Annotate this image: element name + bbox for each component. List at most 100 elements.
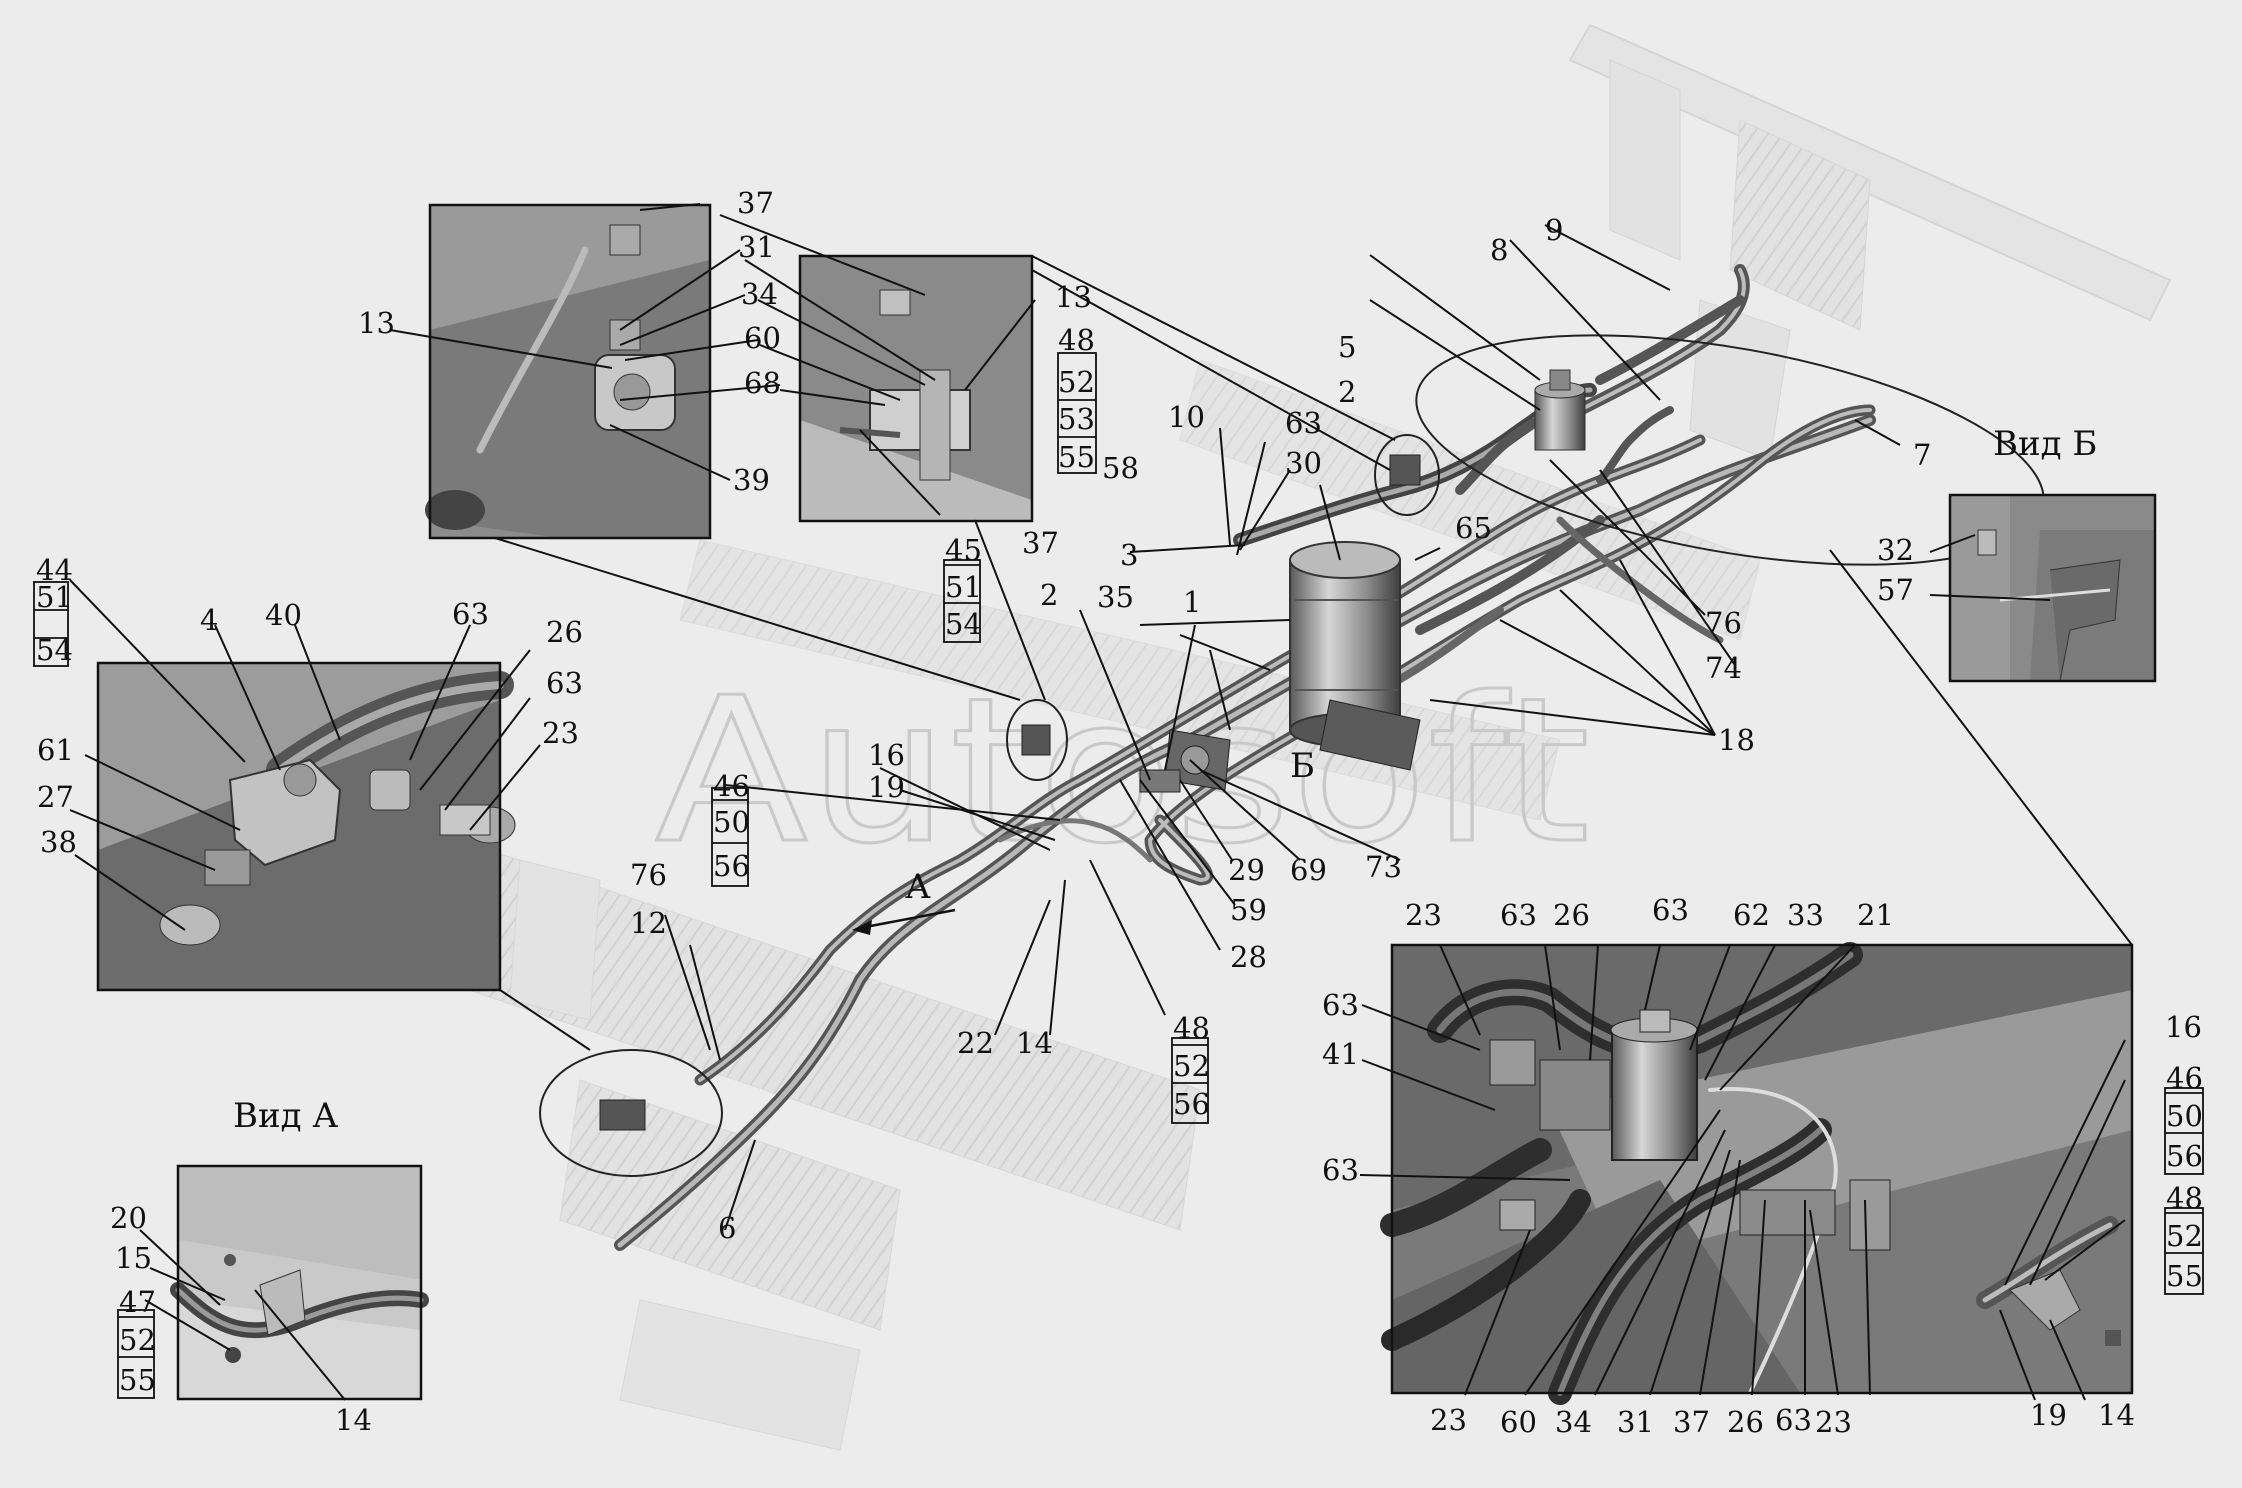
callout-26a: 26 bbox=[546, 615, 583, 649]
stack-44-51-54-item-3: 54 bbox=[36, 633, 73, 667]
callout-23d: 23 bbox=[1815, 1405, 1852, 1439]
inset-cylinder-detail bbox=[1380, 942, 2134, 1405]
callout-41: 41 bbox=[1322, 1037, 1359, 1071]
callout-4: 4 bbox=[200, 603, 218, 637]
callout-58: 58 bbox=[1102, 451, 1139, 485]
stack-47-52-55-item-2: 52 bbox=[119, 1323, 156, 1357]
inset-view-a bbox=[170, 1164, 429, 1401]
callout-63b: 63 bbox=[546, 666, 583, 700]
stack-46-50-56-a-item-2: 50 bbox=[713, 805, 750, 839]
callout-2a: 2 bbox=[1338, 375, 1356, 409]
callout-32: 32 bbox=[1877, 533, 1914, 567]
stack-47-52-55-item-1: 47 bbox=[119, 1285, 156, 1319]
stack-48-52-56-item-1: 48 bbox=[1173, 1011, 1210, 1045]
callout-63h: 63 bbox=[1775, 1403, 1812, 1437]
callout-34a: 34 bbox=[741, 277, 778, 311]
stack-46-50-56-b-item-2: 50 bbox=[2166, 1099, 2203, 1133]
callout-10: 10 bbox=[1168, 400, 1205, 434]
inset-view-b bbox=[1948, 493, 2157, 683]
callout-73: 73 bbox=[1365, 850, 1402, 884]
stack-48-52-53-55-item-2: 52 bbox=[1058, 365, 1095, 399]
stack-45-51-54-item-1: 45 bbox=[945, 533, 982, 567]
callout-19b: 19 bbox=[2030, 1398, 2067, 1432]
callout-21: 21 bbox=[1857, 898, 1894, 932]
pump-unit bbox=[1139, 729, 1231, 793]
callout-16b: 16 bbox=[2165, 1010, 2202, 1044]
stack-45-51-54: 45 51 54 bbox=[943, 533, 982, 643]
callout-14c: 14 bbox=[335, 1403, 372, 1437]
detail-circles bbox=[539, 334, 2045, 1177]
stack-48-52-53-55-item-4: 55 bbox=[1058, 440, 1095, 474]
inset-distributor-detail bbox=[96, 661, 516, 992]
stack-48-52-55-item-3: 55 bbox=[2166, 1259, 2203, 1293]
stack-44-51-54: 44 51 54 bbox=[33, 553, 73, 667]
callout-8: 8 bbox=[1490, 233, 1508, 267]
stack-46-50-56-a: 46 50 56 bbox=[711, 769, 750, 887]
callout-1: 1 bbox=[1183, 585, 1201, 619]
callout-22: 22 bbox=[957, 1026, 994, 1060]
hydraulic-tank bbox=[1289, 541, 1421, 771]
stack-48-52-53-55-item-3: 53 bbox=[1058, 402, 1095, 436]
callout-23b: 23 bbox=[1405, 898, 1442, 932]
callout-34b: 34 bbox=[1555, 1405, 1592, 1439]
stack-48-52-55: 48 52 55 bbox=[2164, 1181, 2204, 1295]
stack-48-52-56-item-3: 56 bbox=[1173, 1087, 1210, 1121]
callout-33: 33 bbox=[1787, 898, 1824, 932]
callout-76a: 76 bbox=[1705, 606, 1742, 640]
callout-37b: 37 bbox=[1022, 526, 1059, 560]
callout-27: 27 bbox=[37, 780, 74, 814]
callout-60b: 60 bbox=[1500, 1405, 1537, 1439]
callout-26c: 26 bbox=[1727, 1405, 1764, 1439]
callout-57: 57 bbox=[1877, 573, 1914, 607]
stack-47-52-55: 47 52 55 bbox=[117, 1285, 156, 1399]
view-a-arrow-label: А bbox=[905, 867, 931, 907]
stack-48-52-56-item-2: 52 bbox=[1173, 1049, 1210, 1083]
callout-59: 59 bbox=[1230, 893, 1267, 927]
inset-valve-detail-1 bbox=[425, 203, 712, 540]
stacked-labels: 44 51 54 46 50 56 48 52 53 55 45 bbox=[33, 323, 2204, 1399]
stack-48-52-53-55: 48 52 53 55 bbox=[1057, 323, 1097, 474]
stack-48-52-53-55-item-1: 48 bbox=[1058, 323, 1095, 357]
stack-48-52-56: 48 52 56 bbox=[1171, 1011, 1210, 1124]
callout-68: 68 bbox=[744, 366, 781, 400]
callout-labels: 37 31 34 60 68 13 39 13 37 4 40 63 26 63… bbox=[37, 186, 2202, 1439]
callout-31b: 31 bbox=[1617, 1405, 1654, 1439]
callout-63e: 63 bbox=[1652, 893, 1689, 927]
callout-3: 3 bbox=[1120, 538, 1138, 572]
callout-62: 62 bbox=[1733, 898, 1770, 932]
callout-35: 35 bbox=[1097, 580, 1134, 614]
callout-39: 39 bbox=[733, 463, 770, 497]
stack-45-51-54-item-3: 54 bbox=[945, 607, 982, 641]
callout-5: 5 bbox=[1338, 330, 1356, 364]
callout-7: 7 bbox=[1913, 438, 1931, 472]
view-a-title: Вид А bbox=[233, 1096, 338, 1136]
callout-9: 9 bbox=[1545, 213, 1563, 247]
callout-63g: 63 bbox=[1322, 1153, 1359, 1187]
callout-37c: 37 bbox=[1673, 1405, 1710, 1439]
callout-76b: 76 bbox=[630, 858, 667, 892]
callout-31a: 31 bbox=[738, 230, 775, 264]
callout-40: 40 bbox=[265, 598, 302, 632]
stack-45-51-54-item-2: 51 bbox=[945, 570, 982, 604]
callout-6: 6 bbox=[718, 1211, 736, 1245]
view-a-arrow: А bbox=[852, 867, 956, 935]
stack-46-50-56-b-item-1: 46 bbox=[2166, 1061, 2203, 1095]
stack-46-50-56-b: 46 50 56 bbox=[2164, 1061, 2204, 1175]
callout-63d: 63 bbox=[1500, 898, 1537, 932]
callout-13a: 13 bbox=[358, 306, 395, 340]
callout-63c: 63 bbox=[1285, 406, 1322, 440]
callout-38: 38 bbox=[40, 825, 77, 859]
callout-19a: 19 bbox=[868, 770, 905, 804]
callout-12: 12 bbox=[630, 906, 667, 940]
view-b-marker: Б bbox=[1290, 746, 1315, 786]
callout-29: 29 bbox=[1228, 853, 1265, 887]
callout-69: 69 bbox=[1290, 853, 1327, 887]
callout-37a: 37 bbox=[737, 186, 774, 220]
callout-13b: 13 bbox=[1055, 280, 1092, 314]
callout-74: 74 bbox=[1705, 651, 1742, 685]
stack-46-50-56-a-item-1: 46 bbox=[713, 769, 750, 803]
callout-16a: 16 bbox=[868, 738, 905, 772]
callout-23c: 23 bbox=[1430, 1403, 1467, 1437]
view-b-title: Вид Б bbox=[1993, 424, 2097, 464]
callout-20: 20 bbox=[110, 1201, 147, 1235]
